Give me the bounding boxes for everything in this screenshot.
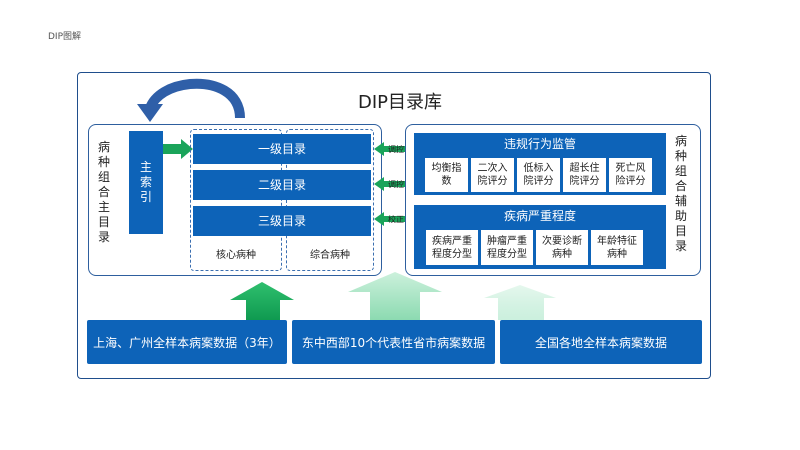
connector-label-1: 调控 (388, 145, 404, 154)
cell-balance-index: 均衡指数 (425, 158, 468, 192)
main-index-box: 主索引 (129, 131, 163, 234)
connector-label-3: 校正 (388, 215, 404, 224)
catalog-level-3: 三级目录 (193, 206, 371, 236)
source-national: 全国各地全样本病案数据 (500, 320, 702, 364)
catalog-level-1: 一级目录 (193, 134, 371, 164)
loop-arrow (145, 78, 245, 119)
source-shanghai-guangzhou: 上海、广州全样本病案数据（3年） (87, 320, 287, 364)
violation-header: 违规行为监管 (503, 137, 576, 151)
main-index-label: 主索引 (139, 160, 152, 204)
severity-header: 疾病严重程度 (503, 209, 576, 223)
source-representative-provinces: 东中西部10个代表性省市病案数据 (292, 320, 495, 364)
connector-arrows (374, 142, 406, 226)
cell-disease-severity: 疾病严重程度分型 (426, 230, 478, 265)
cell-readmission-score: 二次入院评分 (471, 158, 514, 192)
cell-long-stay-score: 超长住院评分 (563, 158, 606, 192)
page-label: DIP图解 (48, 32, 82, 42)
cell-low-standard-score: 低标入院评分 (517, 158, 560, 192)
index-arrow (163, 139, 193, 159)
cell-tumor-severity: 肿瘤严重程度分型 (481, 230, 533, 265)
general-disease-label: 综合病种 (310, 250, 350, 261)
core-group (190, 129, 282, 271)
diagram-title: DIP目录库 (357, 92, 443, 113)
auxiliary-catalog-label: 病种组合辅助目录 (674, 134, 687, 253)
source-arrow-3 (484, 285, 556, 320)
catalog-level-2: 二级目录 (193, 170, 371, 200)
cell-secondary-diagnosis: 次要诊断病种 (536, 230, 588, 265)
cell-death-risk-score: 死亡风险评分 (609, 158, 652, 192)
source-arrow-1 (230, 282, 294, 320)
cell-age-feature: 年龄特征病种 (591, 230, 643, 265)
general-group (286, 129, 374, 271)
connector-label-2: 调控 (388, 180, 404, 189)
core-disease-label: 核心病种 (216, 250, 256, 261)
source-arrow-2 (348, 272, 442, 320)
main-catalog-label: 病种组合主目录 (97, 140, 110, 244)
